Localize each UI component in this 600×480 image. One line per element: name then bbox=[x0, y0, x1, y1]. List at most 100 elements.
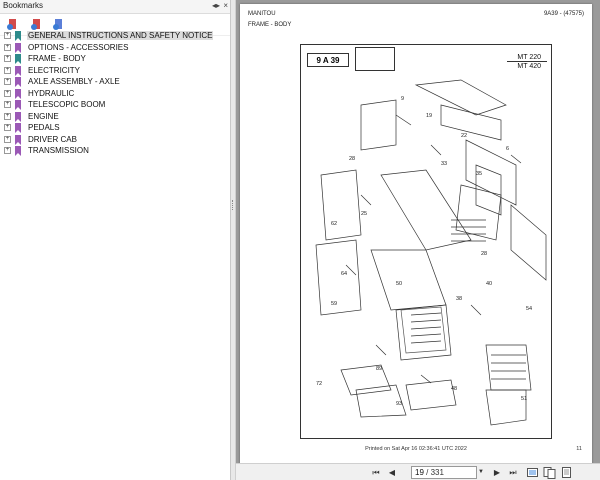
next-page-button[interactable]: ▶ bbox=[493, 468, 501, 477]
bookmark-label: PEDALS bbox=[28, 123, 60, 132]
svg-text:25: 25 bbox=[361, 211, 367, 217]
splitter-grip-icon[interactable] bbox=[232, 200, 234, 210]
bookmark-icon bbox=[15, 88, 21, 99]
bookmark-label: DRIVER CAB bbox=[28, 134, 77, 144]
bookmark-label: ENGINE bbox=[28, 111, 59, 121]
model-list: MT 220 MT 420 bbox=[517, 53, 541, 71]
expand-toggle-icon[interactable]: + bbox=[4, 66, 11, 74]
find-bookmark-icon[interactable] bbox=[52, 18, 66, 32]
doc-brand: MANITOU bbox=[248, 11, 276, 17]
svg-text:19: 19 bbox=[426, 113, 432, 119]
bookmark-item[interactable]: +AXLE ASSEMBLY - AXLE bbox=[0, 76, 230, 88]
bookmark-item[interactable]: + ELECTRICITY bbox=[0, 65, 230, 77]
panel-close-icon[interactable]: × bbox=[223, 1, 228, 10]
svg-text:35: 35 bbox=[476, 171, 482, 177]
add-bookmark-icon[interactable] bbox=[30, 18, 44, 32]
expand-toggle-icon[interactable]: + bbox=[4, 55, 11, 62]
expand-toggle-icon[interactable]: + bbox=[4, 112, 11, 120]
model-item: MT 420 bbox=[517, 63, 541, 70]
print-footer: Printed on Sat Apr 16 02:36:41 UTC 2022 bbox=[365, 446, 467, 452]
bookmark-label: TRANSMISSION bbox=[28, 146, 89, 155]
bookmark-label: GENERAL INSTRUCTIONS AND SAFETY NOTICE bbox=[27, 31, 214, 40]
bookmark-label: TELESCOPIC BOOM bbox=[28, 100, 106, 109]
bookmark-icon bbox=[15, 65, 21, 76]
bookmark-icon bbox=[15, 100, 21, 110]
bookmark-item[interactable]: + DRIVER CAB bbox=[0, 134, 230, 146]
svg-text:50: 50 bbox=[396, 281, 402, 287]
last-page-button[interactable]: ⏭ bbox=[509, 468, 517, 477]
bookmark-item[interactable]: + PEDALS bbox=[0, 122, 230, 134]
bookmark-icon bbox=[15, 146, 21, 156]
two-page-view-icon[interactable] bbox=[543, 466, 556, 479]
drawing-stamp bbox=[355, 47, 395, 71]
expand-toggle-icon[interactable]: + bbox=[4, 89, 11, 97]
doc-section-title: FRAME - BODY bbox=[248, 22, 292, 28]
bookmark-icon bbox=[15, 123, 21, 133]
bookmark-label: OPTIONS - ACCESSORIES bbox=[28, 42, 129, 52]
bookmark-label: ELECTRICITY bbox=[28, 65, 81, 75]
expand-toggle-icon[interactable]: + bbox=[4, 32, 11, 39]
fit-page-icon[interactable] bbox=[526, 466, 539, 479]
bookmark-icon bbox=[15, 42, 21, 53]
bookmark-icon bbox=[15, 31, 21, 41]
svg-text:38: 38 bbox=[456, 296, 462, 302]
expand-toggle-icon[interactable]: + bbox=[4, 135, 11, 143]
prev-page-button[interactable]: ◀ bbox=[388, 468, 396, 477]
svg-text:22: 22 bbox=[461, 133, 467, 139]
page-navigation-bar: ⏮ ◀ 19 / 331 ▼ ▶ ⏭ bbox=[236, 463, 600, 480]
bookmark-item[interactable]: + HYDRAULIC bbox=[0, 88, 230, 100]
expand-toggle-icon[interactable]: + bbox=[4, 101, 11, 108]
panel-options-icon[interactable]: ◂▸ bbox=[211, 1, 220, 10]
svg-text:40: 40 bbox=[486, 281, 492, 287]
svg-text:89: 89 bbox=[376, 366, 382, 372]
single-page-view-icon[interactable] bbox=[560, 466, 573, 479]
expand-toggle-icon[interactable]: + bbox=[4, 124, 11, 131]
expand-toggle-icon[interactable]: + bbox=[4, 78, 11, 85]
bookmark-item[interactable]: + FRAME - BODY bbox=[0, 53, 230, 65]
page-number-footer: 11 bbox=[576, 446, 582, 452]
drawing-code: 9 A 39 bbox=[307, 53, 349, 67]
bookmarks-panel-header: Bookmarks ◂▸ × bbox=[0, 0, 230, 14]
bookmark-item[interactable]: + GENERAL INSTRUCTIONS AND SAFETY NOTICE bbox=[0, 30, 230, 42]
svg-text:9: 9 bbox=[401, 96, 404, 102]
current-page-value[interactable]: 19 bbox=[415, 468, 424, 477]
bookmark-item[interactable]: + TRANSMISSION bbox=[0, 145, 230, 157]
svg-text:62: 62 bbox=[331, 221, 337, 227]
first-page-button[interactable]: ⏮ bbox=[372, 468, 380, 477]
panel-splitter[interactable] bbox=[231, 0, 236, 480]
svg-text:48: 48 bbox=[451, 386, 457, 392]
bookmark-tree: +GENERAL INSTRUCTIONS AND SAFETY NOTICE+… bbox=[0, 30, 230, 157]
bookmark-icon bbox=[15, 111, 21, 122]
bookmark-icon bbox=[15, 134, 21, 145]
bookmark-item[interactable]: + TELESCOPIC BOOM bbox=[0, 99, 230, 111]
bookmark-icon bbox=[15, 77, 21, 87]
expand-bookmark-icon[interactable] bbox=[6, 18, 20, 32]
svg-text:33: 33 bbox=[441, 161, 447, 167]
svg-text:72: 72 bbox=[316, 381, 322, 387]
svg-text:64: 64 bbox=[341, 271, 347, 277]
svg-text:28: 28 bbox=[349, 156, 355, 162]
page-number-input[interactable]: 19 / 331 bbox=[411, 466, 477, 479]
svg-text:93: 93 bbox=[396, 401, 402, 407]
bookmarks-panel: Bookmarks ◂▸ × + GENERAL INSTRUCTIONS AND… bbox=[0, 0, 231, 480]
model-item: MT 220 bbox=[517, 54, 541, 61]
total-pages-label: / 331 bbox=[426, 468, 444, 477]
page-dropdown-icon[interactable]: ▼ bbox=[478, 469, 484, 475]
bookmark-label: FRAME - BODY bbox=[28, 54, 86, 63]
bookmark-item[interactable]: + ENGINE bbox=[0, 111, 230, 123]
document-page: MANITOU 9A39 - (47575) FRAME - BODY bbox=[240, 4, 592, 463]
expand-toggle-icon[interactable]: + bbox=[4, 43, 11, 51]
model-divider bbox=[507, 61, 547, 62]
svg-text:54: 54 bbox=[526, 306, 532, 312]
bookmark-item[interactable]: + OPTIONS - ACCESSORIES bbox=[0, 42, 230, 54]
svg-text:28: 28 bbox=[481, 251, 487, 257]
expand-toggle-icon[interactable]: + bbox=[4, 147, 11, 154]
doc-reference: 9A39 - (47575) bbox=[543, 11, 584, 17]
document-viewer[interactable]: MANITOU 9A39 - (47575) FRAME - BODY bbox=[236, 0, 600, 463]
svg-text:6: 6 bbox=[506, 146, 509, 152]
svg-text:59: 59 bbox=[331, 301, 337, 307]
bookmark-label: HYDRAULIC bbox=[28, 88, 75, 98]
